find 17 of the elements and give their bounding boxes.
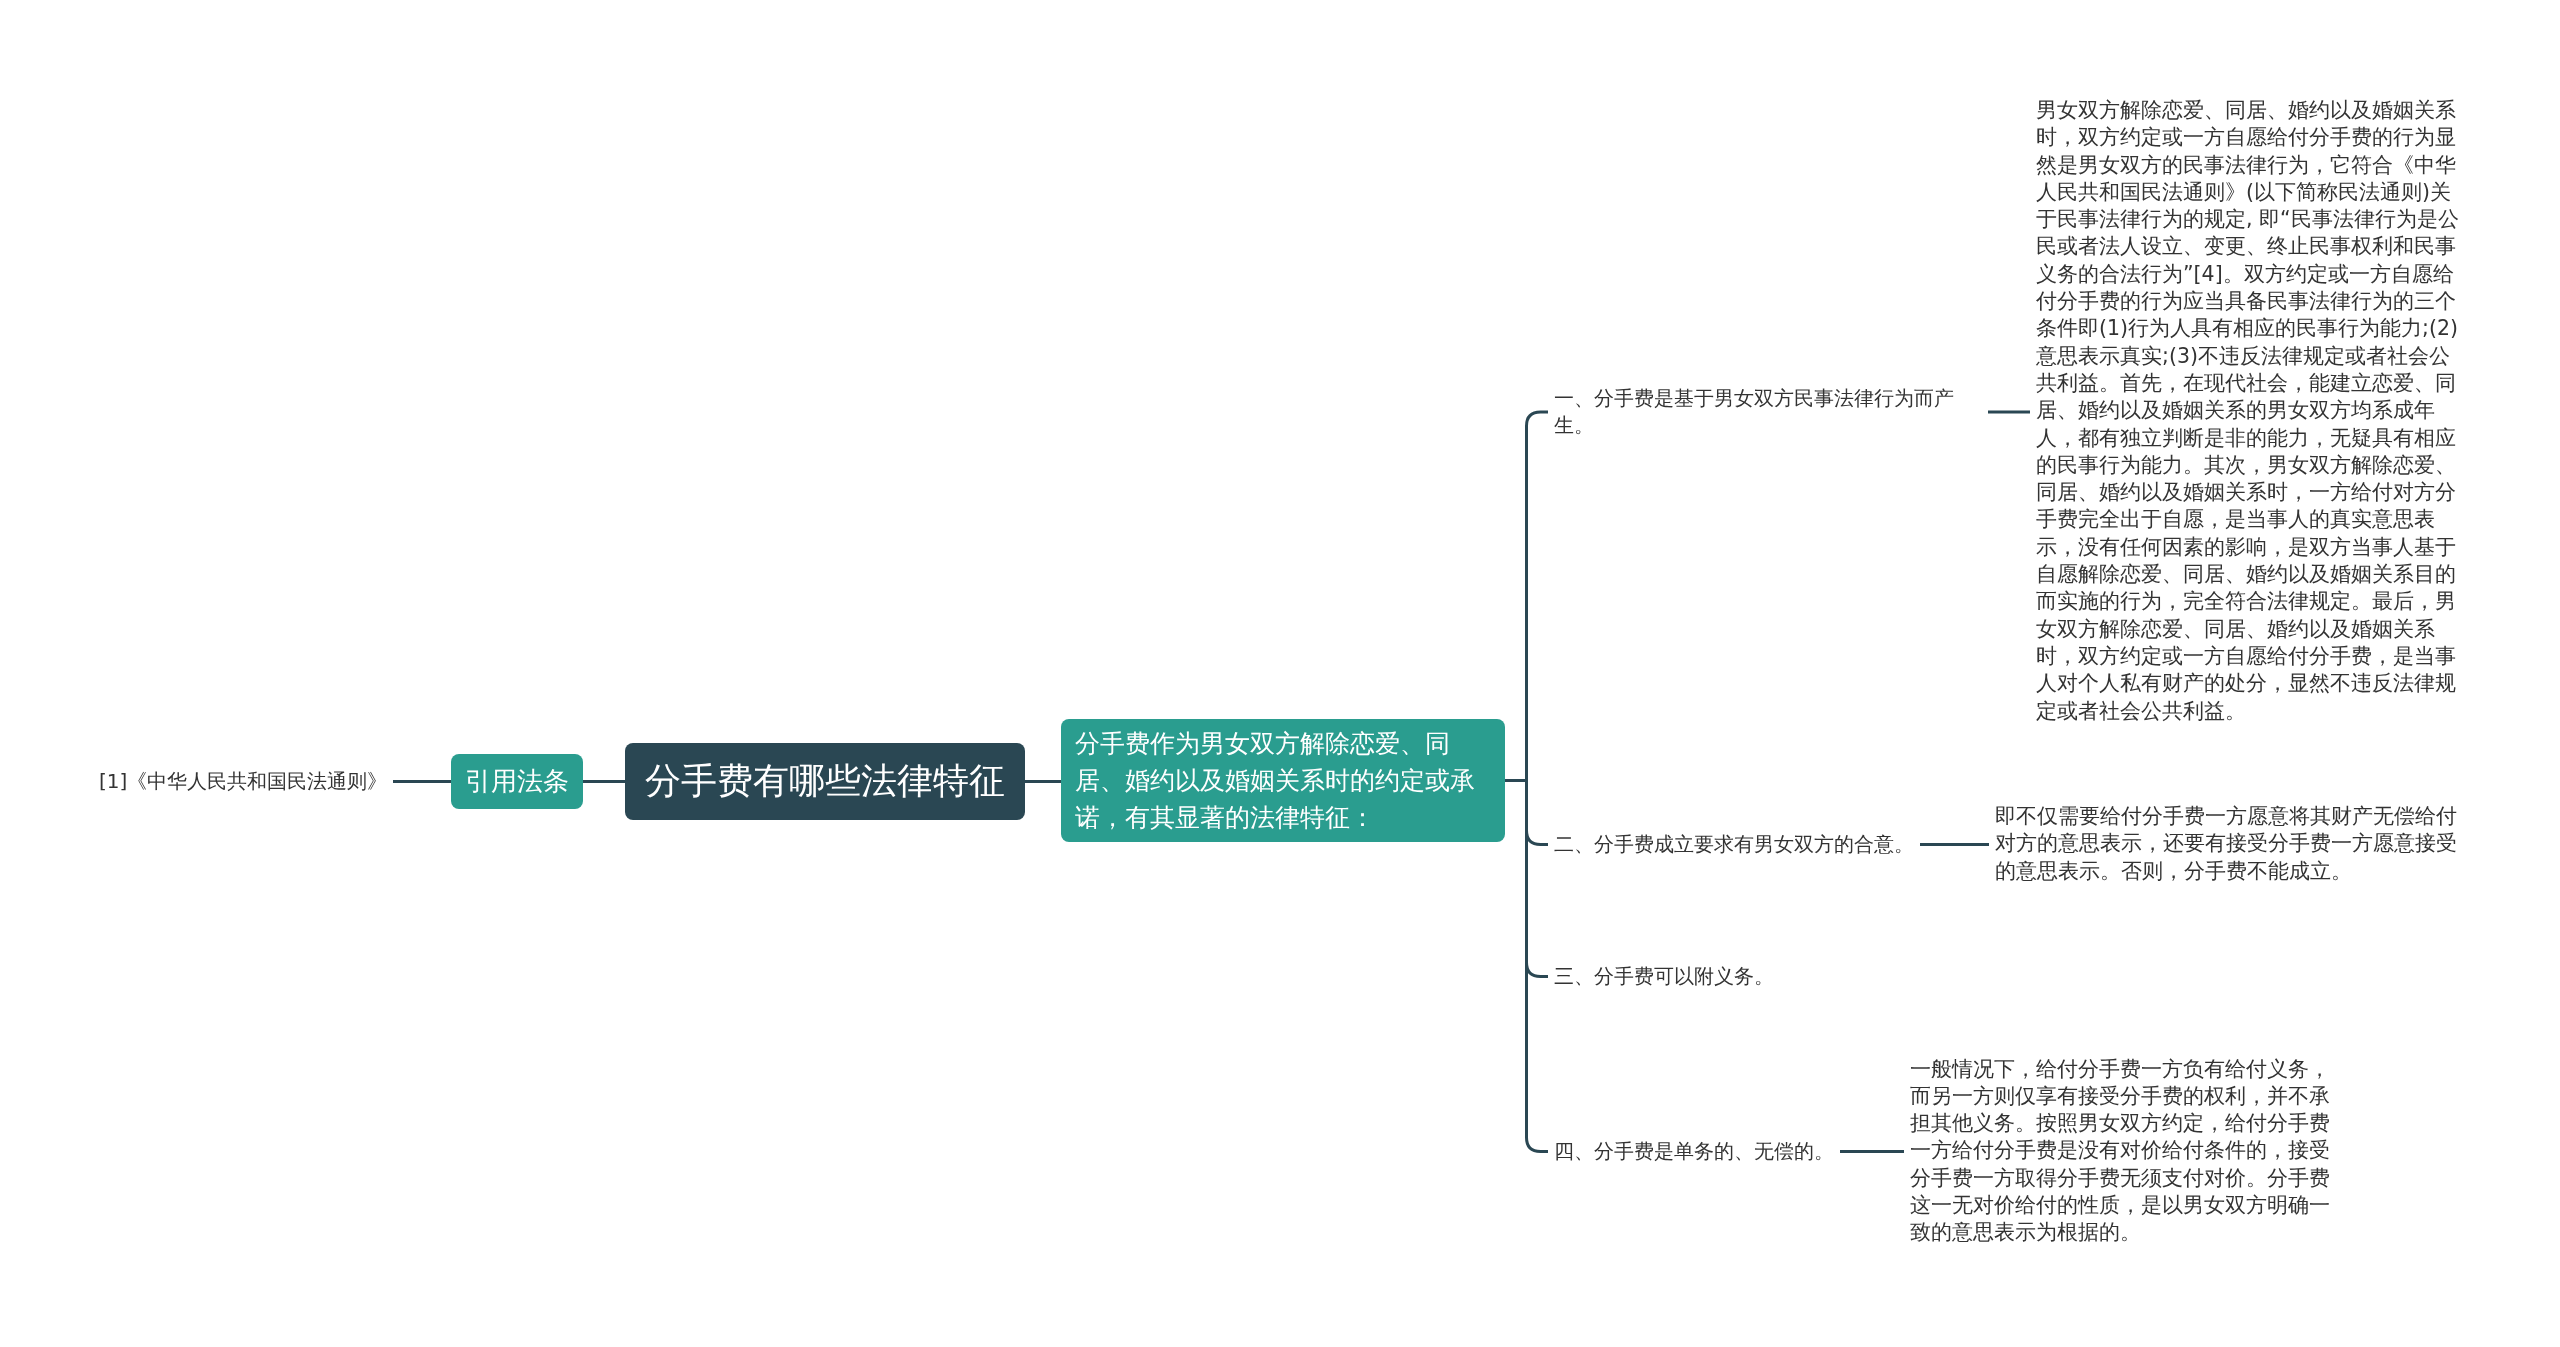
note-text: 一般情况下，给付分手费一方负有给付义务，而另一方则仅享有接受分手费的权利，并不承担其他义务。按照男女双方约定，给付分手费一方给付分手费是没有对价给付条件的，接受分手费一方取得分手费无须支付对价。分手费这一无对价给付的性质，是以男女双方明确一致的意思表示为根据的。 [1904,1055,2340,1247]
note-text: 即不仅需要给付分手费一方愿意将其财产无偿给付对方的意思表示，还要有接受分手费一方愿意接受的意思表示。否则，分手费不能成立。 [1989,803,2469,885]
branch-text: 一、分手费是基于男女双方民事法律行为而产生。 [1548,385,1988,439]
root-topic-box: 分手费有哪些法律特征 [625,742,1025,820]
note-text: 男女双方解除恋爱、同居、婚约以及婚姻关系时，双方约定或一方自愿给付分手费的行为显然是男女双方的民事法律行为，它符合《中华人民共和国民法通则》(以下简称民法通则)关于民事法律行为的规定, 即“民事法律行为是公民或者法人设立、变更、终止民事权利和民事义务的合法行为”[4]。双方约定或一方自愿给付分手费的行为应当具备民事法律行为的三个条件即(1)行为人具有相应的民事行为能力;(2)意思表示真实;(3)不违反法律规定或者社会公共利益。首先，在现代社会，能建立恋爱、同居、婚约以及婚姻关系的男女双方均系成年人，都有独立判断是非的能力，无疑具有相应的民事行为能力。其次，男女双方解除恋爱、同居、婚约以及婚姻关系时，一方给付对方分手费完全出于自愿，是当事人的真实意思表示，没有任何因素的影响，是双方当事人基于自愿解除恋爱、同居、婚约以及婚姻关系目的而实施的行为，完全符合法律规定。最后，男女双方解除恋爱、同居、婚约以及婚姻关系时，双方约定或一方自愿给付分手费，是当事人对个人私有财产的处分，显然不违反法律规定或者社会公共利益。 [2030,97,2470,725]
connector-line [1988,410,2030,414]
branch-text: 三、分手费可以附义务。 [1548,962,1780,990]
branch-text: 四、分手费是单务的、无偿的。 [1548,1137,1840,1165]
connector-line [1840,1150,1904,1153]
branch-text: [1]《中华人民共和国民法通则》 [93,767,394,795]
connector-line [1025,780,1061,783]
branch-text: 二、分手费成立要求有男女双方的合意。 [1548,830,1920,858]
topic-box: 分手费作为男女双方解除恋爱、同居、婚约以及婚姻关系时的约定或承诺，有其显著的法律特征： [1061,718,1505,842]
connector-line [393,780,451,783]
connector-line [583,780,625,783]
topic-box: 引用法条 [451,753,583,809]
connector-line [1920,843,1989,846]
